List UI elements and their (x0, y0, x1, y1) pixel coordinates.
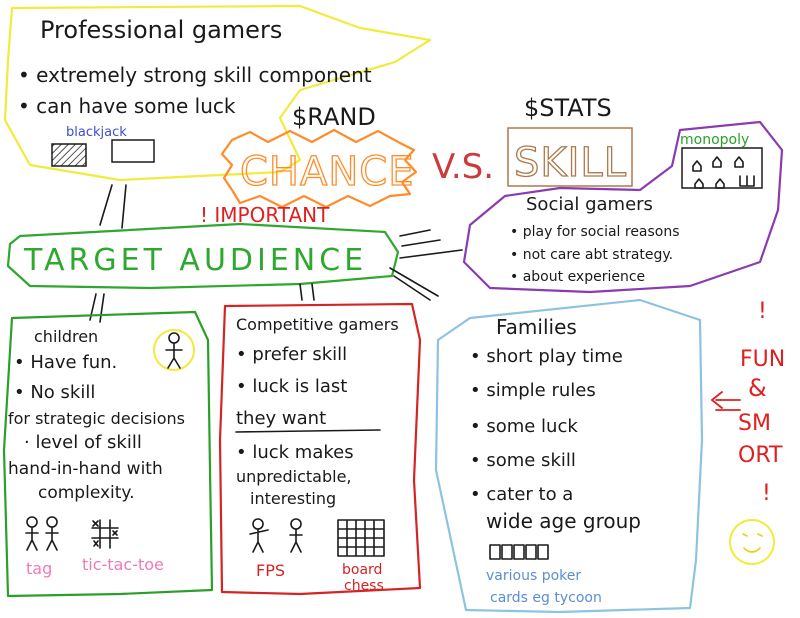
families-title: Families (496, 315, 577, 339)
children-line-2: • Have fun. (14, 352, 117, 373)
vs-label: V.S. (432, 147, 494, 187)
professional-bullet-1: • extremely strong skill component (18, 63, 372, 87)
competitive-line-2: • prefer skill (236, 344, 347, 365)
stick-figure-icon (165, 332, 183, 369)
skill-label: SKILL (514, 140, 627, 186)
professional-title: Professional gamers (40, 16, 282, 44)
fun-exclaim-bottom: ! (762, 481, 771, 506)
children-line-7: complexity. (38, 483, 134, 503)
sun-glow-icon (153, 329, 195, 371)
various-poker-label: various poker (486, 568, 581, 584)
blackjack-label: blackjack (66, 125, 127, 140)
chance-burst (220, 128, 418, 209)
target-audience-label: TARGET AUDIENCE (23, 243, 367, 278)
children-line-6: hand-in-hand with (8, 459, 163, 479)
they-want-underline (235, 429, 381, 433)
social-gamers-group: monopoly Social gamers • play for social… (462, 120, 784, 294)
competitive-outline (218, 302, 422, 596)
tag-figures-icon (25, 516, 59, 551)
arrow-left-icon (710, 391, 741, 411)
families-group: Families • short play time • simple rule… (434, 298, 704, 614)
children-group: children • Have fun. • No skill for stra… (2, 310, 214, 598)
competitive-line-3: • luck is last (236, 376, 347, 397)
competitive-line-6: unpredictable, (236, 467, 352, 486)
fun-smart-group: ! FUN & SM ORT ! (710, 299, 785, 565)
families-bullet-4: • some skill (470, 450, 576, 471)
card-icon-hatched (51, 143, 87, 167)
families-bullet-6: wide age group (486, 509, 641, 533)
rand-note: $RAND (292, 103, 376, 131)
connectors-target (89, 229, 463, 323)
fun-exclaim-top: ! (758, 299, 767, 324)
stats-note: $STATS (524, 94, 612, 122)
fun-line-1: FUN (740, 347, 785, 372)
house-icons (692, 156, 755, 189)
smiley-face-icon (729, 519, 775, 565)
card-icon-blank (111, 139, 155, 163)
chess-label: chess (344, 578, 384, 594)
children-line-4: for strategic decisions (8, 409, 185, 428)
competitive-gamers-group: Competitive gamers • prefer skill • luck… (218, 302, 422, 596)
children-outline (2, 310, 214, 598)
children-line-1: children (34, 327, 98, 346)
professional-bullet-2: • can have some luck (18, 94, 236, 118)
fps-label: FPS (256, 561, 285, 580)
social-outline (462, 120, 784, 294)
social-bullet-2: • not care abt strategy. (510, 247, 673, 263)
competitive-line-5: • luck makes (236, 442, 354, 463)
fps-figures-icon (249, 518, 303, 553)
smiley-features (742, 533, 763, 553)
competitive-line-4: they want (236, 408, 326, 429)
poker-cards-icon (489, 544, 549, 560)
important-label: ! IMPORTANT (200, 203, 330, 227)
fun-line-2: & (748, 374, 767, 402)
social-bullet-3: • about experience (510, 269, 645, 285)
competitive-line-1: Competitive gamers (236, 315, 399, 334)
tag-label: tag (26, 559, 52, 578)
chance-vs-skill-group: $RAND CHANCE V.S. $STATS SKILL (220, 94, 633, 209)
cards-tycoon-label: cards eg tycoon (490, 590, 602, 606)
families-bullet-5: • cater to a (470, 484, 573, 505)
social-bullet-1: • play for social reasons (510, 224, 680, 240)
families-outline (434, 298, 704, 614)
social-title: Social gamers (526, 194, 653, 215)
families-bullet-2: • simple rules (470, 380, 596, 401)
children-line-5: · level of skill (24, 432, 142, 453)
tictactoe-label: tic-tac-toe (82, 555, 164, 574)
families-bullet-3: • some luck (470, 416, 578, 437)
tictactoe-icon (91, 519, 119, 549)
chess-board-icon (337, 519, 385, 557)
monopoly-label: monopoly (680, 132, 749, 148)
skill-box (507, 127, 633, 187)
competitive-line-7: interesting (250, 489, 336, 508)
fun-line-3: SM (738, 411, 771, 436)
professional-outline (3, 4, 432, 182)
fun-line-4: ORT (738, 443, 783, 468)
professional-gamers-group: Professional gamers • extremely strong s… (3, 4, 432, 182)
families-bullet-1: • short play time (470, 346, 623, 367)
chance-label: CHANCE (240, 149, 415, 195)
connector-professional-target (99, 184, 127, 229)
children-line-3: • No skill (14, 382, 95, 403)
board-label: board (342, 562, 382, 578)
